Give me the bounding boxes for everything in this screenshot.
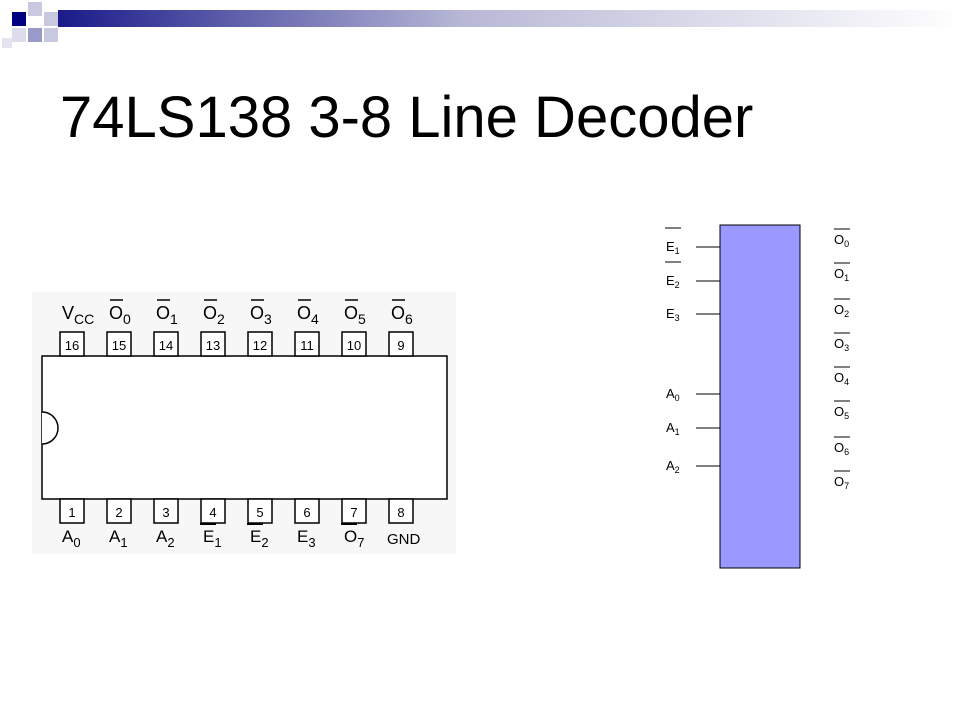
output-label: O1 (834, 266, 849, 283)
output-label: O5 (834, 404, 849, 421)
banner-square (2, 38, 12, 48)
pin-label: E2 (250, 527, 269, 550)
pin-box (59, 498, 85, 524)
pin-box (341, 498, 367, 524)
pin-number: 7 (350, 505, 357, 520)
pin-label: O1 (156, 303, 178, 327)
banner-square (44, 12, 58, 26)
pin-number: 2 (115, 505, 122, 520)
pin-number: 3 (162, 505, 169, 520)
pin-box (200, 331, 226, 357)
input-label: E2 (666, 273, 680, 290)
pin-box (247, 498, 273, 524)
pin-box (388, 331, 414, 357)
slide-banner (0, 0, 960, 52)
pin-number: 4 (209, 505, 216, 520)
pin-number: 9 (397, 338, 404, 353)
pin-box (106, 331, 132, 357)
banner-square (28, 2, 42, 16)
pin-number: 12 (253, 338, 267, 353)
pin-number: 15 (112, 338, 126, 353)
banner-strip (58, 10, 960, 27)
dip-svg: 16 VCC 15 O0 14 O1 13 O2 12 O3 11 O4 10 O5 9 O6 1A0 2A1 3A… (41, 299, 448, 550)
pin-box (106, 498, 132, 524)
pin-box (294, 331, 320, 357)
pin-label: A1 (109, 527, 128, 550)
input-label: E1 (666, 239, 680, 256)
input-label: E3 (666, 306, 680, 323)
pin-number: 16 (65, 338, 79, 353)
pin-box (388, 498, 414, 524)
pin-box (59, 331, 85, 357)
pin-number: 1 (68, 505, 75, 520)
output-label: O2 (834, 302, 849, 319)
pin-label: O4 (297, 303, 319, 327)
pin-box (247, 331, 273, 357)
pin-label: GND (387, 531, 421, 548)
pin-label: O3 (250, 303, 272, 327)
ic-body (41, 355, 448, 500)
pin-label: O7 (344, 527, 364, 550)
pin-label: A2 (156, 527, 175, 550)
pin-label: A0 (62, 527, 81, 550)
pin-box (153, 498, 179, 524)
pin-number: 14 (159, 338, 173, 353)
pin-label: O0 (109, 303, 131, 327)
banner-square (12, 28, 26, 42)
output-label: O6 (834, 440, 849, 457)
decoder-block (719, 224, 801, 569)
ic-notch (41, 411, 59, 445)
input-label: A2 (666, 458, 680, 475)
pin-box (294, 498, 320, 524)
output-label: O7 (834, 474, 849, 491)
banner-square (28, 28, 42, 42)
pin-number: 13 (206, 338, 220, 353)
slide-title: 74LS138 3-8 Line Decoder (60, 85, 754, 150)
pin-label: E3 (297, 527, 316, 550)
output-label: O4 (834, 370, 849, 387)
pin-box (200, 498, 226, 524)
input-label: A1 (666, 420, 680, 437)
banner-square (44, 28, 58, 42)
pin-number: 11 (300, 338, 314, 353)
pin-label: E1 (203, 527, 222, 550)
pin-label: O2 (203, 303, 225, 327)
pin-label: VCC (62, 303, 94, 327)
output-label: O3 (834, 336, 849, 353)
input-label: A0 (666, 386, 680, 403)
pin-number: 8 (397, 505, 404, 520)
pin-number: 6 (303, 505, 310, 520)
pin-box (153, 331, 179, 357)
pin-number: 10 (347, 338, 361, 353)
pin-label: O6 (391, 303, 413, 327)
banner-square (12, 12, 26, 26)
output-label: O0 (834, 232, 849, 249)
pin-label: O5 (344, 303, 366, 327)
banner-graphic (2, 2, 960, 48)
pin-box (341, 331, 367, 357)
pin-number: 5 (256, 505, 263, 520)
